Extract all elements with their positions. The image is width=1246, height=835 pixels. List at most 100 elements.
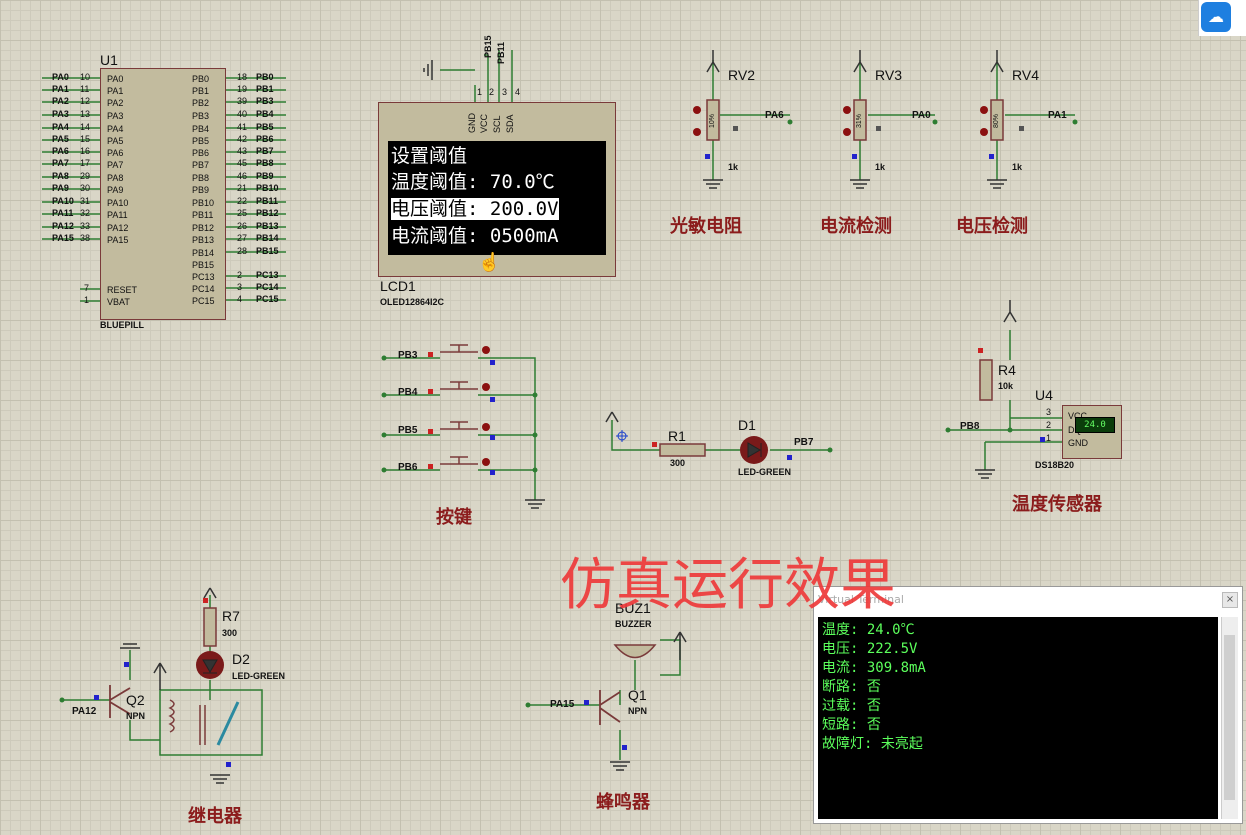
mcu-left-pin-name: PA10 <box>107 198 129 208</box>
mcu-pc-net-label: PC14 <box>256 282 279 292</box>
ds-pin-num-3: 3 <box>1046 407 1052 417</box>
mcu-right-pin-name: PB9 <box>192 185 210 195</box>
virtual-terminal-window[interactable]: Virtual Terminal × 温度: 24.0℃ 电压: 222.5V … <box>813 586 1243 824</box>
mcu-right-net-label: PB8 <box>256 158 274 168</box>
virtual-terminal-title: Virtual Terminal <box>818 593 904 606</box>
hand-cursor-icon: ☝ <box>478 252 501 272</box>
u4-ref: U4 <box>1035 387 1053 403</box>
terminal-scrollbar[interactable] <box>1221 617 1238 819</box>
terminal-line: 电压: 222.5V <box>822 641 918 657</box>
pot-rv2-value: 1k <box>728 162 739 172</box>
mcu-right-pin-name: PB5 <box>192 136 210 146</box>
mcu-left-pin-name: PA8 <box>107 173 124 183</box>
pot-rv3-value: 1k <box>875 162 886 172</box>
mcu-left-pin-number: 16 <box>80 146 91 156</box>
mcu-left-pin-name: PA2 <box>107 98 124 108</box>
mcu-left-pin-name: PA1 <box>107 86 124 96</box>
mcu-pc-pin-number: 4 <box>237 294 243 304</box>
r4-value: 10k <box>998 381 1014 391</box>
mcu-right-net-label: PB0 <box>256 72 274 82</box>
mcu-right-net-label: PB6 <box>256 134 274 144</box>
mcu-left-net-label: PA15 <box>52 233 74 243</box>
ds-pin-num-1: 1 <box>1046 433 1052 443</box>
ds18b20-sensor[interactable]: VCC DQ GND 24.0 <box>1062 405 1122 459</box>
terminal-line: 故障灯: 未亮起 <box>822 736 923 752</box>
relay-net: PA12 <box>72 706 97 717</box>
mcu-left-pin-number: 14 <box>80 122 91 132</box>
r4-ref: R4 <box>998 362 1016 378</box>
mcu-left-pin-number: 13 <box>80 109 91 119</box>
mcu-right-pin-number: 46 <box>237 171 248 181</box>
mcu-right-pin-name: PB8 <box>192 173 210 183</box>
push-button-3[interactable] <box>440 417 480 435</box>
mcu-reset-pin-number: 1 <box>84 295 90 305</box>
oled-pin-gnd: GND <box>467 113 477 133</box>
mcu-left-pin-number: 33 <box>80 221 91 231</box>
pot-rv4-value: 1k <box>1012 162 1023 172</box>
mcu-pc-pin-name: PC15 <box>192 296 215 306</box>
relay-component[interactable] <box>160 690 262 755</box>
mcu-right-pin-number: 21 <box>237 183 248 193</box>
oled-line-voltage: 电压阈值: 200.0V <box>391 198 559 220</box>
mcu-right-pin-number: 18 <box>237 72 248 82</box>
mcu-right-net-label: PB9 <box>256 171 274 181</box>
ds-pin-vcc: VCC <box>1068 411 1088 421</box>
bluepill-mcu[interactable] <box>100 68 226 320</box>
mcu-right-net-label: PB5 <box>256 122 274 132</box>
mcu-pc-pin-name: PC13 <box>192 272 215 282</box>
mcu-left-pin-number: 31 <box>80 196 91 206</box>
ds-net: PB8 <box>960 421 980 432</box>
mcu-right-pin-number: 39 <box>237 96 248 106</box>
terminal-line: 短路: 否 <box>822 717 881 733</box>
oled-net-sda: PB11 <box>496 41 506 64</box>
mcu-left-pin-number: 15 <box>80 134 91 144</box>
mcu-left-net-label: PA6 <box>52 146 69 156</box>
button-net-pb5: PB5 <box>398 425 418 436</box>
ds-temperature-readout: 24.0 <box>1075 417 1115 433</box>
mcu-right-pin-number: 43 <box>237 146 248 156</box>
mcu-pc-net-label: PC13 <box>256 270 279 280</box>
scrollbar-thumb[interactable] <box>1224 635 1235 800</box>
terminal-output[interactable]: 温度: 24.0℃ 电压: 222.5V 电流: 309.8mA 断路: 否 过… <box>818 617 1218 819</box>
mcu-left-pin-name: PA4 <box>107 124 124 134</box>
mcu-right-pin-name: PB10 <box>192 198 215 208</box>
mcu-left-net-label: PA8 <box>52 171 69 181</box>
pot-rv4-ref: RV4 <box>1012 67 1039 83</box>
mcu-right-net-label: PB12 <box>256 208 279 218</box>
d2-ref: D2 <box>232 651 250 667</box>
mcu-left-net-label: PA9 <box>52 183 69 193</box>
push-button-2[interactable] <box>440 377 480 395</box>
mcu-left-pin-name: PA3 <box>107 111 124 121</box>
d1-part: LED-GREEN <box>738 467 792 477</box>
oled-display[interactable]: 设置阈值 温度阈值: 70.0℃ 电压阈值: 200.0V 电流阈值: 0500… <box>378 87 616 277</box>
pot-rv2-net: PA6 <box>765 110 784 121</box>
lcd-ref: LCD1 <box>380 278 416 294</box>
mcu-right-pin-number: 27 <box>237 233 248 243</box>
mcu-right-pin-name: PB12 <box>192 223 215 233</box>
oled-net-scl: PB15 <box>483 35 493 58</box>
mcu-left-net-label: PA0 <box>52 72 69 82</box>
q2-type: NPN <box>126 711 146 721</box>
mcu-pc-pin-name: PC14 <box>192 284 215 294</box>
caption-voltage-detect: 电压检测 <box>956 216 1028 237</box>
corner-app-button[interactable]: ☁ <box>1198 0 1246 36</box>
q1-ref: Q1 <box>628 687 647 703</box>
mcu-right-pin-number: 42 <box>237 134 248 144</box>
close-button[interactable]: × <box>1222 592 1238 608</box>
oled-line-temp: 温度阈值: 70.0℃ <box>391 171 555 193</box>
push-button-1[interactable] <box>440 340 480 358</box>
mcu-left-net-label: PA10 <box>52 196 74 206</box>
oled-line-title: 设置阈值 <box>391 145 468 167</box>
push-button-4[interactable] <box>440 452 480 470</box>
mcu-left-net-label: PA3 <box>52 109 69 119</box>
mcu-right-pin-name: PB11 <box>192 210 214 220</box>
mcu-right-pin-number: 28 <box>237 246 248 256</box>
mcu-left-net-label: PA12 <box>52 221 74 231</box>
mcu-right-pin-name: PB1 <box>192 86 210 96</box>
mcu-pc-net-label: PC15 <box>256 294 279 304</box>
mcu-left-net-label: PA4 <box>52 122 69 132</box>
mcu-right-pin-number: 40 <box>237 109 248 119</box>
d2-part: LED-GREEN <box>232 671 286 681</box>
mcu-left-pin-name: PA0 <box>107 74 124 84</box>
mcu-right-net-label: PB11 <box>256 196 279 206</box>
